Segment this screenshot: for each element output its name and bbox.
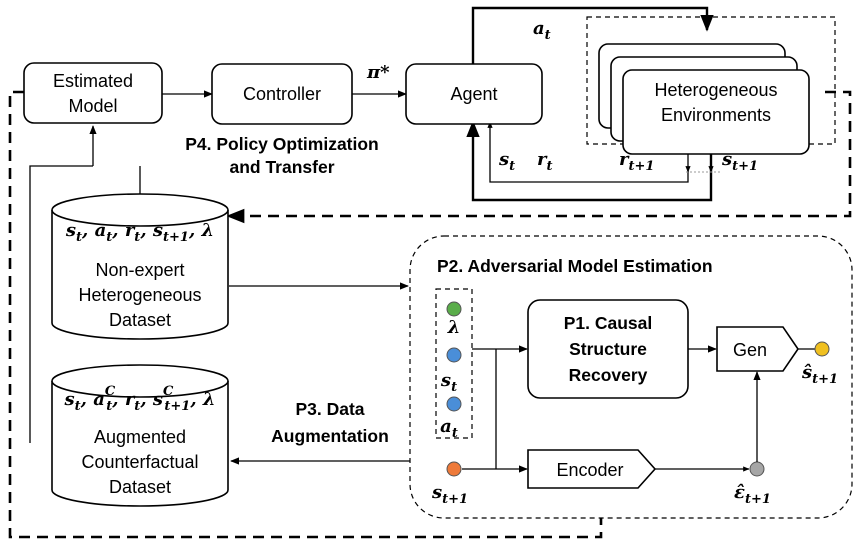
generator-label: Gen bbox=[733, 340, 767, 360]
dataset1-label-3: Dataset bbox=[109, 310, 171, 330]
controller-label: Controller bbox=[243, 84, 321, 104]
causal-label-2: Structure bbox=[569, 339, 647, 359]
state-label: st bbox=[498, 149, 515, 174]
p3-title-2: Augmentation bbox=[271, 426, 389, 446]
environment-card-front bbox=[622, 69, 810, 155]
policy-transfer-loop-right bbox=[226, 90, 852, 224]
dataset1-label-1: Non-expert bbox=[95, 260, 184, 280]
dataset1-label-2: Heterogeneous bbox=[78, 285, 201, 305]
agent-label: Agent bbox=[450, 84, 497, 104]
dataset1-tuple: st, at, rt, st+1, λ bbox=[65, 220, 214, 245]
next-state-label: st+1 bbox=[721, 149, 758, 174]
dataset2-label-1: Augmented bbox=[94, 427, 186, 447]
next-state-dot bbox=[446, 461, 462, 477]
estimated-model-box bbox=[23, 62, 163, 124]
output-dot bbox=[814, 341, 830, 357]
dataset1-cylinder-body bbox=[51, 210, 229, 340]
dataset1-cylinder-top bbox=[51, 193, 229, 227]
arrow-action bbox=[471, 6, 714, 70]
p4-title-2: and Transfer bbox=[229, 157, 334, 177]
lambda-dot bbox=[446, 301, 462, 317]
p4-title-1: P4. Policy Optimization bbox=[185, 134, 379, 154]
dataset2-label-3: Dataset bbox=[109, 477, 171, 497]
lambda-label: λ bbox=[447, 317, 461, 338]
dataset2-label-2: Counterfactual bbox=[81, 452, 198, 472]
estimated-model-label-2: Model bbox=[68, 96, 117, 116]
noise-label: ε̂t+1 bbox=[734, 482, 771, 507]
p3-title-1: P3. Data bbox=[295, 399, 364, 419]
reward-label: rt bbox=[537, 149, 553, 174]
dataset2-cylinder-body bbox=[51, 381, 229, 507]
p2-region bbox=[409, 235, 853, 519]
dataset2-cylinder-top bbox=[51, 364, 229, 398]
agent-box bbox=[405, 63, 543, 125]
policy-label: π* bbox=[366, 62, 390, 83]
policy-transfer-loop-left bbox=[8, 90, 603, 539]
arrow-reward-inner bbox=[487, 121, 689, 183]
input-next-state-label: st+1 bbox=[431, 482, 468, 507]
noise-dot bbox=[749, 461, 765, 477]
encoder-block bbox=[527, 449, 657, 489]
environments-label-2: Environments bbox=[661, 105, 771, 125]
output-label: ŝt+1 bbox=[801, 362, 838, 387]
environments-label-1: Heterogeneous bbox=[654, 80, 777, 100]
p2-title: P2. Adversarial Model Estimation bbox=[437, 256, 713, 276]
controller-box bbox=[211, 63, 353, 125]
action-dot bbox=[446, 396, 462, 412]
input-state-label: st bbox=[440, 370, 457, 395]
causal-label-1: P1. Causal bbox=[564, 313, 653, 333]
arrow-state-reward bbox=[466, 120, 713, 202]
generator-block bbox=[716, 326, 799, 372]
input-group bbox=[435, 288, 473, 439]
encoder-label: Encoder bbox=[556, 460, 623, 480]
causal-label-3: Recovery bbox=[569, 365, 648, 385]
input-action-label: at bbox=[440, 416, 458, 441]
state-dot bbox=[446, 347, 462, 363]
augmented-to-model-line bbox=[29, 165, 93, 443]
next-reward-label: rt+1 bbox=[619, 149, 654, 174]
estimated-model-label-1: Estimated bbox=[53, 71, 133, 91]
action-label: at bbox=[533, 18, 551, 43]
